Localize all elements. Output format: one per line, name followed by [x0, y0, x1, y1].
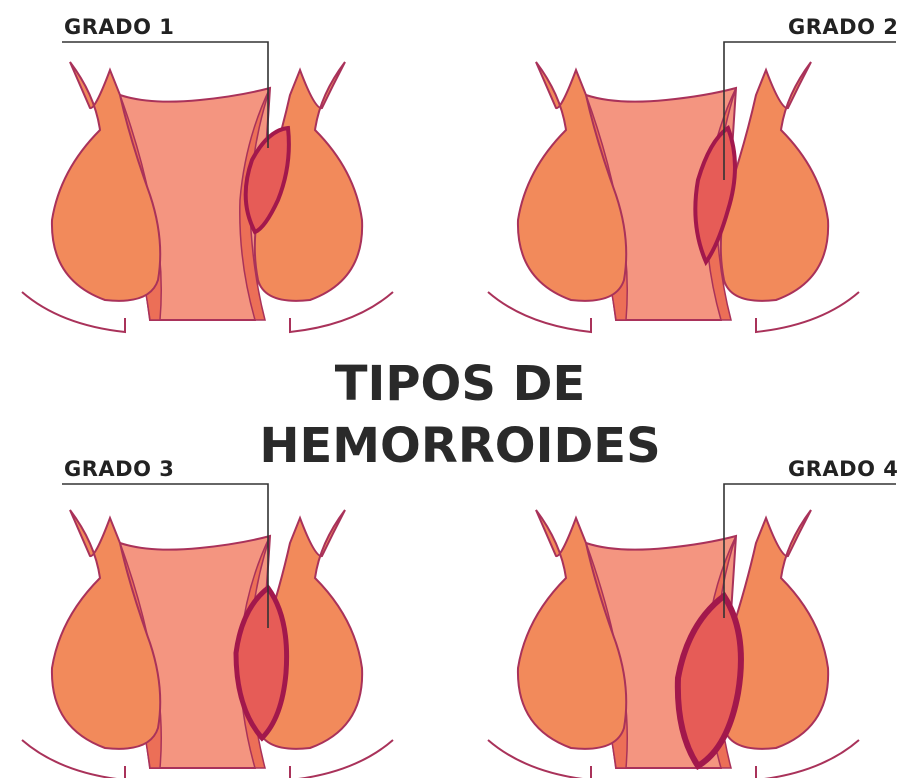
- label-grado-4: GRADO 4: [788, 457, 898, 481]
- label-grado-1: GRADO 1: [64, 15, 174, 39]
- panel-grado-2: GRADO 2: [487, 15, 898, 333]
- title-line-1: TIPOS DE: [335, 356, 586, 412]
- panel-grado-3: GRADO 3: [21, 457, 394, 778]
- leader-line-grado-1: [62, 41, 269, 148]
- label-grado-2: GRADO 2: [788, 15, 898, 39]
- title-line-2: HEMORROIDES: [259, 418, 660, 474]
- hemorrhoid-grade-1: [243, 125, 291, 235]
- leader-line-grado-3: [62, 483, 269, 628]
- hemorrhoid-grade-2: [693, 124, 737, 267]
- leader-line-grado-4: [723, 483, 896, 618]
- panel-grado-1: GRADO 1: [21, 15, 394, 333]
- label-grado-3: GRADO 3: [64, 457, 174, 481]
- panel-grado-4: GRADO 4: [487, 457, 898, 778]
- leader-line-grado-2: [723, 41, 896, 180]
